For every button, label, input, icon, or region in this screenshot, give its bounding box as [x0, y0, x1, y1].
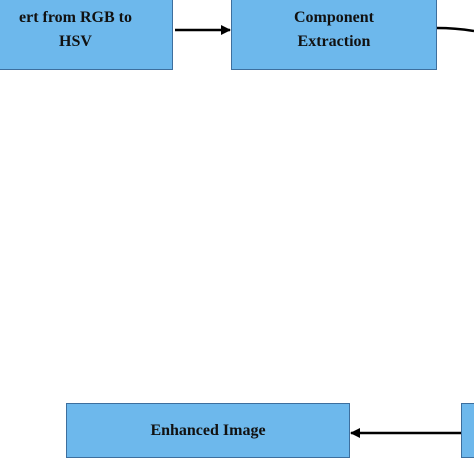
enhanced-image-box: Enhanced Image [66, 403, 350, 458]
rgb-to-hsv-box: ert from RGB to HSV [0, 0, 173, 70]
component-extraction-box: Component Extraction [231, 0, 437, 70]
rgb-to-hsv-label: ert from RGB to HSV [19, 9, 132, 50]
offscreen-node-box [461, 403, 474, 458]
arrow-component-offscreen [436, 26, 474, 33]
component-extraction-label: Component Extraction [293, 9, 374, 50]
enhanced-image-label: Enhanced Image [150, 421, 266, 439]
